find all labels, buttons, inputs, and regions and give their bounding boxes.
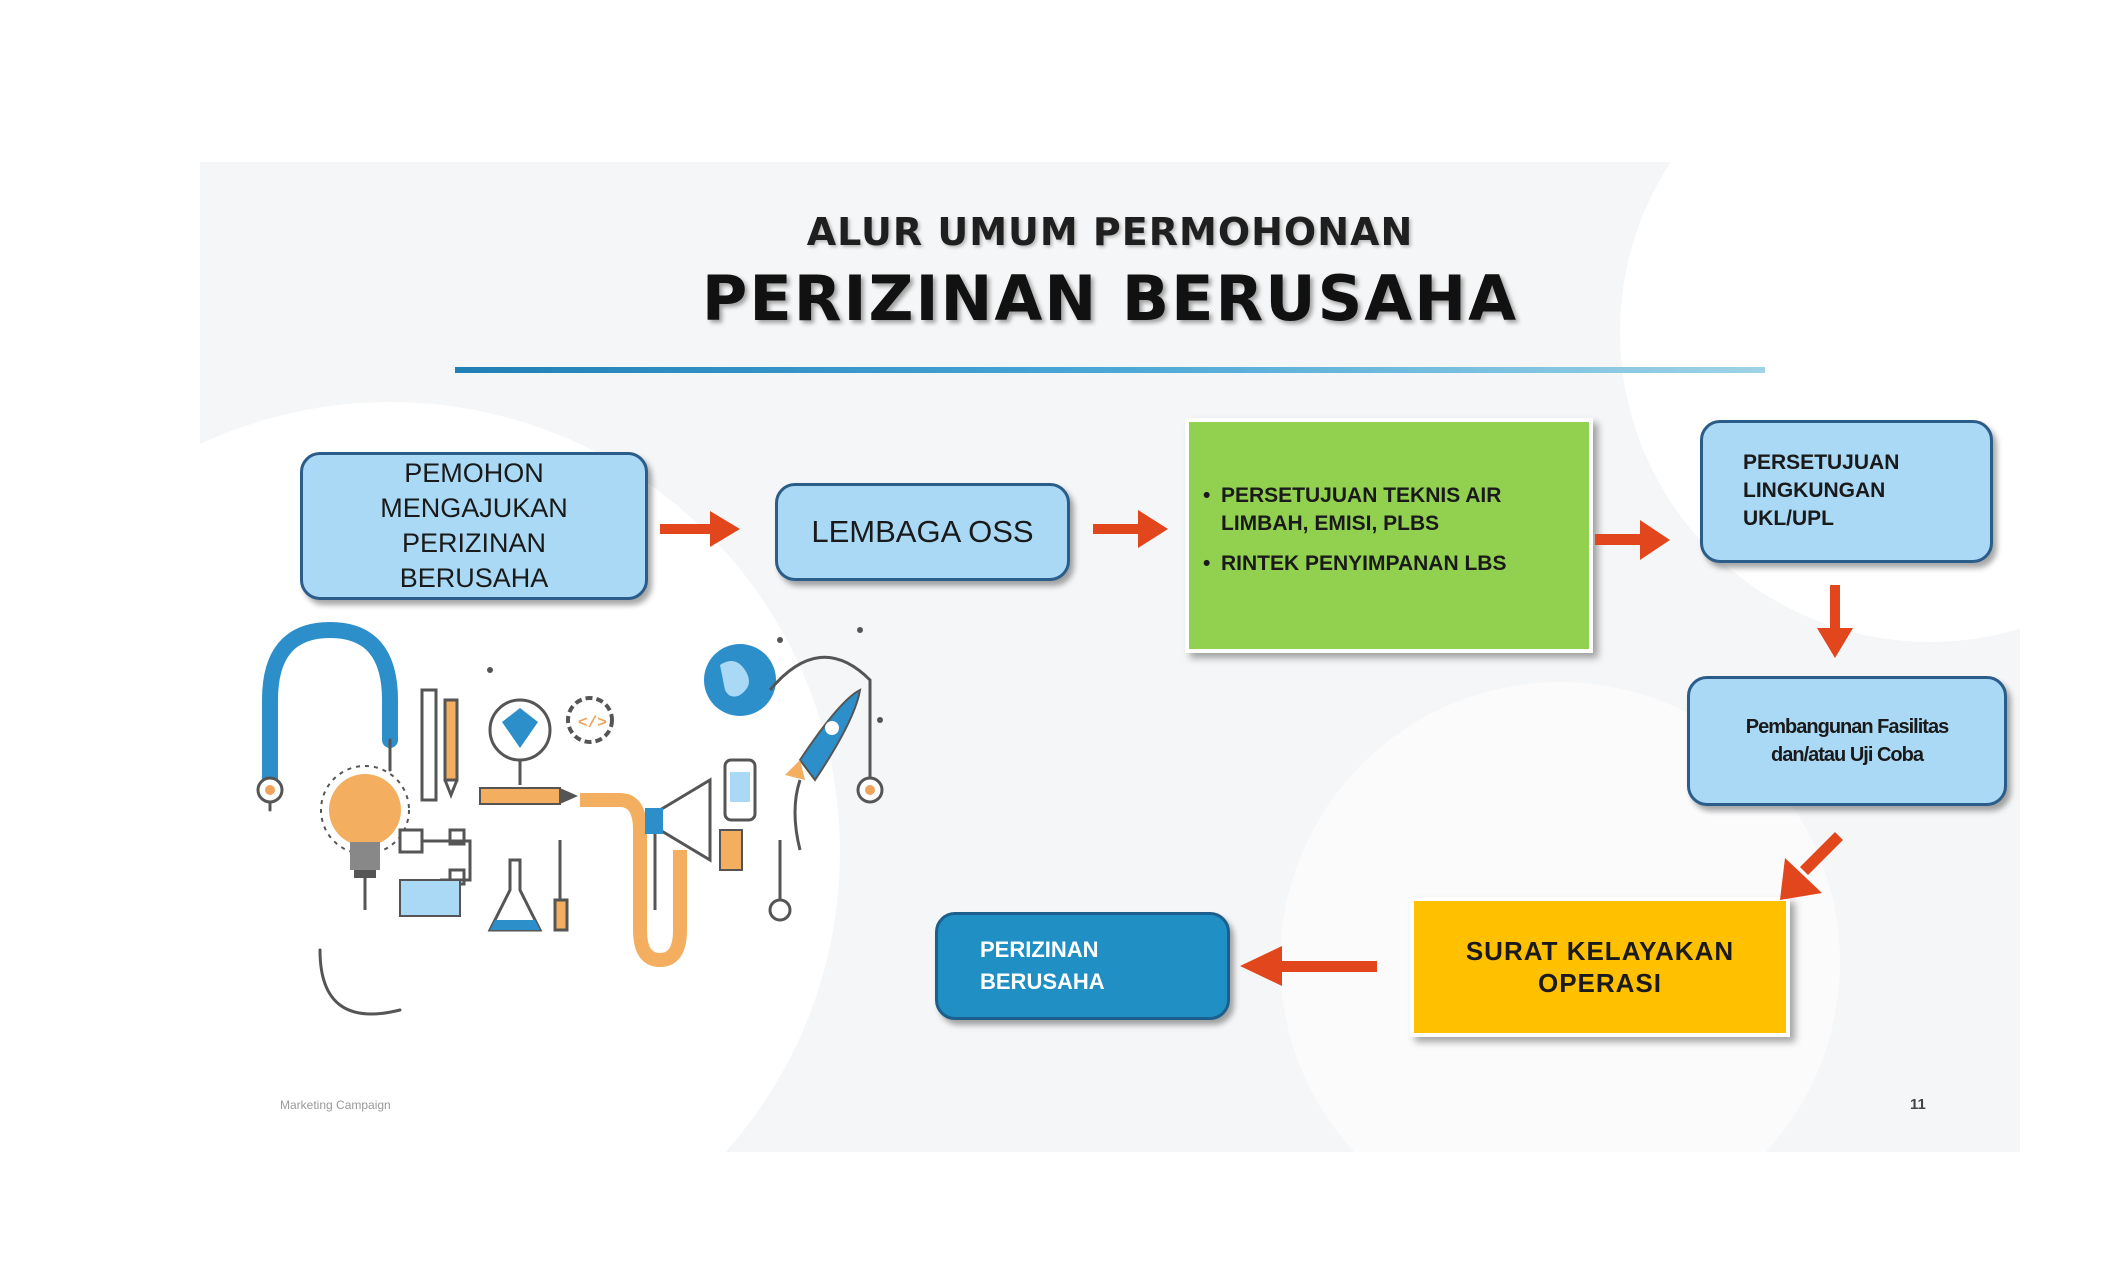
- circuit-icon: [398, 828, 472, 886]
- phone-icon: [719, 758, 757, 871]
- teknis-item-line: LIMBAH, EMISI, PLBS: [1221, 511, 1440, 535]
- orbit-loop-icon: [768, 655, 884, 922]
- node-pembangunan-fasilitas: Pembangunan Fasilitas dan/atau Uji Coba: [1687, 676, 2007, 806]
- arrow-right-icon: [1093, 510, 1168, 548]
- node-pemohon-line: BERUSAHA: [399, 563, 549, 593]
- arrow-down-left-icon: [1780, 832, 1843, 900]
- arrow-down-icon: [1817, 585, 1853, 658]
- orange-pipe-icon: [580, 793, 687, 968]
- rocket-icon: [785, 688, 862, 851]
- diamond-icon: [488, 698, 552, 785]
- node-lembaga-oss: LEMBAGA OSS: [775, 483, 1070, 581]
- node-pemohon-line: MENGAJUKAN: [380, 493, 568, 523]
- teknis-item: PERSETUJUAN TEKNIS AIR LIMBAH, EMISI, PL…: [1203, 482, 1506, 538]
- teknis-list: PERSETUJUAN TEKNIS AIR LIMBAH, EMISI, PL…: [1203, 482, 1506, 590]
- node-pemohon-line: PEMOHON: [404, 458, 544, 488]
- node-surat-line: OPERASI: [1537, 968, 1662, 998]
- arrow-right-icon: [660, 511, 740, 547]
- lightbulb-icon: [320, 765, 410, 910]
- node-surat-kelayakan: SURAT KELAYAKAN OPERASI: [1410, 897, 1790, 1037]
- node-pembangunan-line: Pembangunan Fasilitas: [1745, 716, 1949, 738]
- node-persetujuan-teknis: PERSETUJUAN TEKNIS AIR LIMBAH, EMISI, PL…: [1185, 418, 1593, 653]
- teknis-item-line: RINTEK PENYIMPANAN LBS: [1221, 551, 1507, 575]
- node-lingkungan-line: UKL/UPL: [1743, 507, 1834, 530]
- innovation-illustration: </>: [256, 621, 884, 1016]
- gear-code-icon: </>: [566, 696, 614, 744]
- teknis-item-line: PERSETUJUAN TEKNIS AIR: [1221, 483, 1502, 507]
- teknis-item: RINTEK PENYIMPANAN LBS: [1203, 550, 1507, 578]
- globe-icon: [704, 644, 776, 716]
- node-pembangunan-line: dan/atau Uji Coba: [1771, 744, 1924, 766]
- page-number: 11: [1910, 1096, 1926, 1113]
- flask-icon: [487, 840, 569, 932]
- arrow-right-icon: [1595, 520, 1670, 560]
- title-line-1: ALUR UMUM PERMOHONAN: [806, 210, 1414, 254]
- arrow-left-icon: [1240, 946, 1377, 986]
- node-oss-label: LEMBAGA OSS: [811, 514, 1034, 549]
- node-pemohon-line: PERIZINAN: [401, 528, 547, 558]
- node-perizinan-berusaha: PERIZINAN BERUSAHA: [935, 912, 1230, 1020]
- ruler-pencil-icon: [420, 688, 459, 802]
- blue-arc-icon: [262, 621, 398, 788]
- node-surat-line: SURAT KELAYAKAN: [1465, 936, 1735, 966]
- node-lingkungan-line: LINGKUNGAN: [1743, 479, 1886, 502]
- node-persetujuan-lingkungan: PERSETUJUAN LINGKUNGAN UKL/UPL: [1700, 420, 1993, 563]
- node-perizinan-line: BERUSAHA: [980, 969, 1105, 994]
- title-underline: [455, 367, 1765, 373]
- megaphone-icon: [645, 777, 712, 910]
- node-pemohon: PEMOHON MENGAJUKAN PERIZINAN BERUSAHA: [300, 452, 648, 600]
- title-line-2: PERIZINAN BERUSAHA: [701, 262, 1519, 335]
- node-perizinan-line: PERIZINAN: [980, 937, 1099, 962]
- svg-text:</>: </>: [578, 714, 607, 732]
- pencil-icon: [479, 787, 578, 805]
- node-lingkungan-line: PERSETUJUAN: [1743, 451, 1900, 474]
- keyboard-icon: [399, 879, 461, 917]
- footer-label: Marketing Campaign: [280, 1098, 391, 1112]
